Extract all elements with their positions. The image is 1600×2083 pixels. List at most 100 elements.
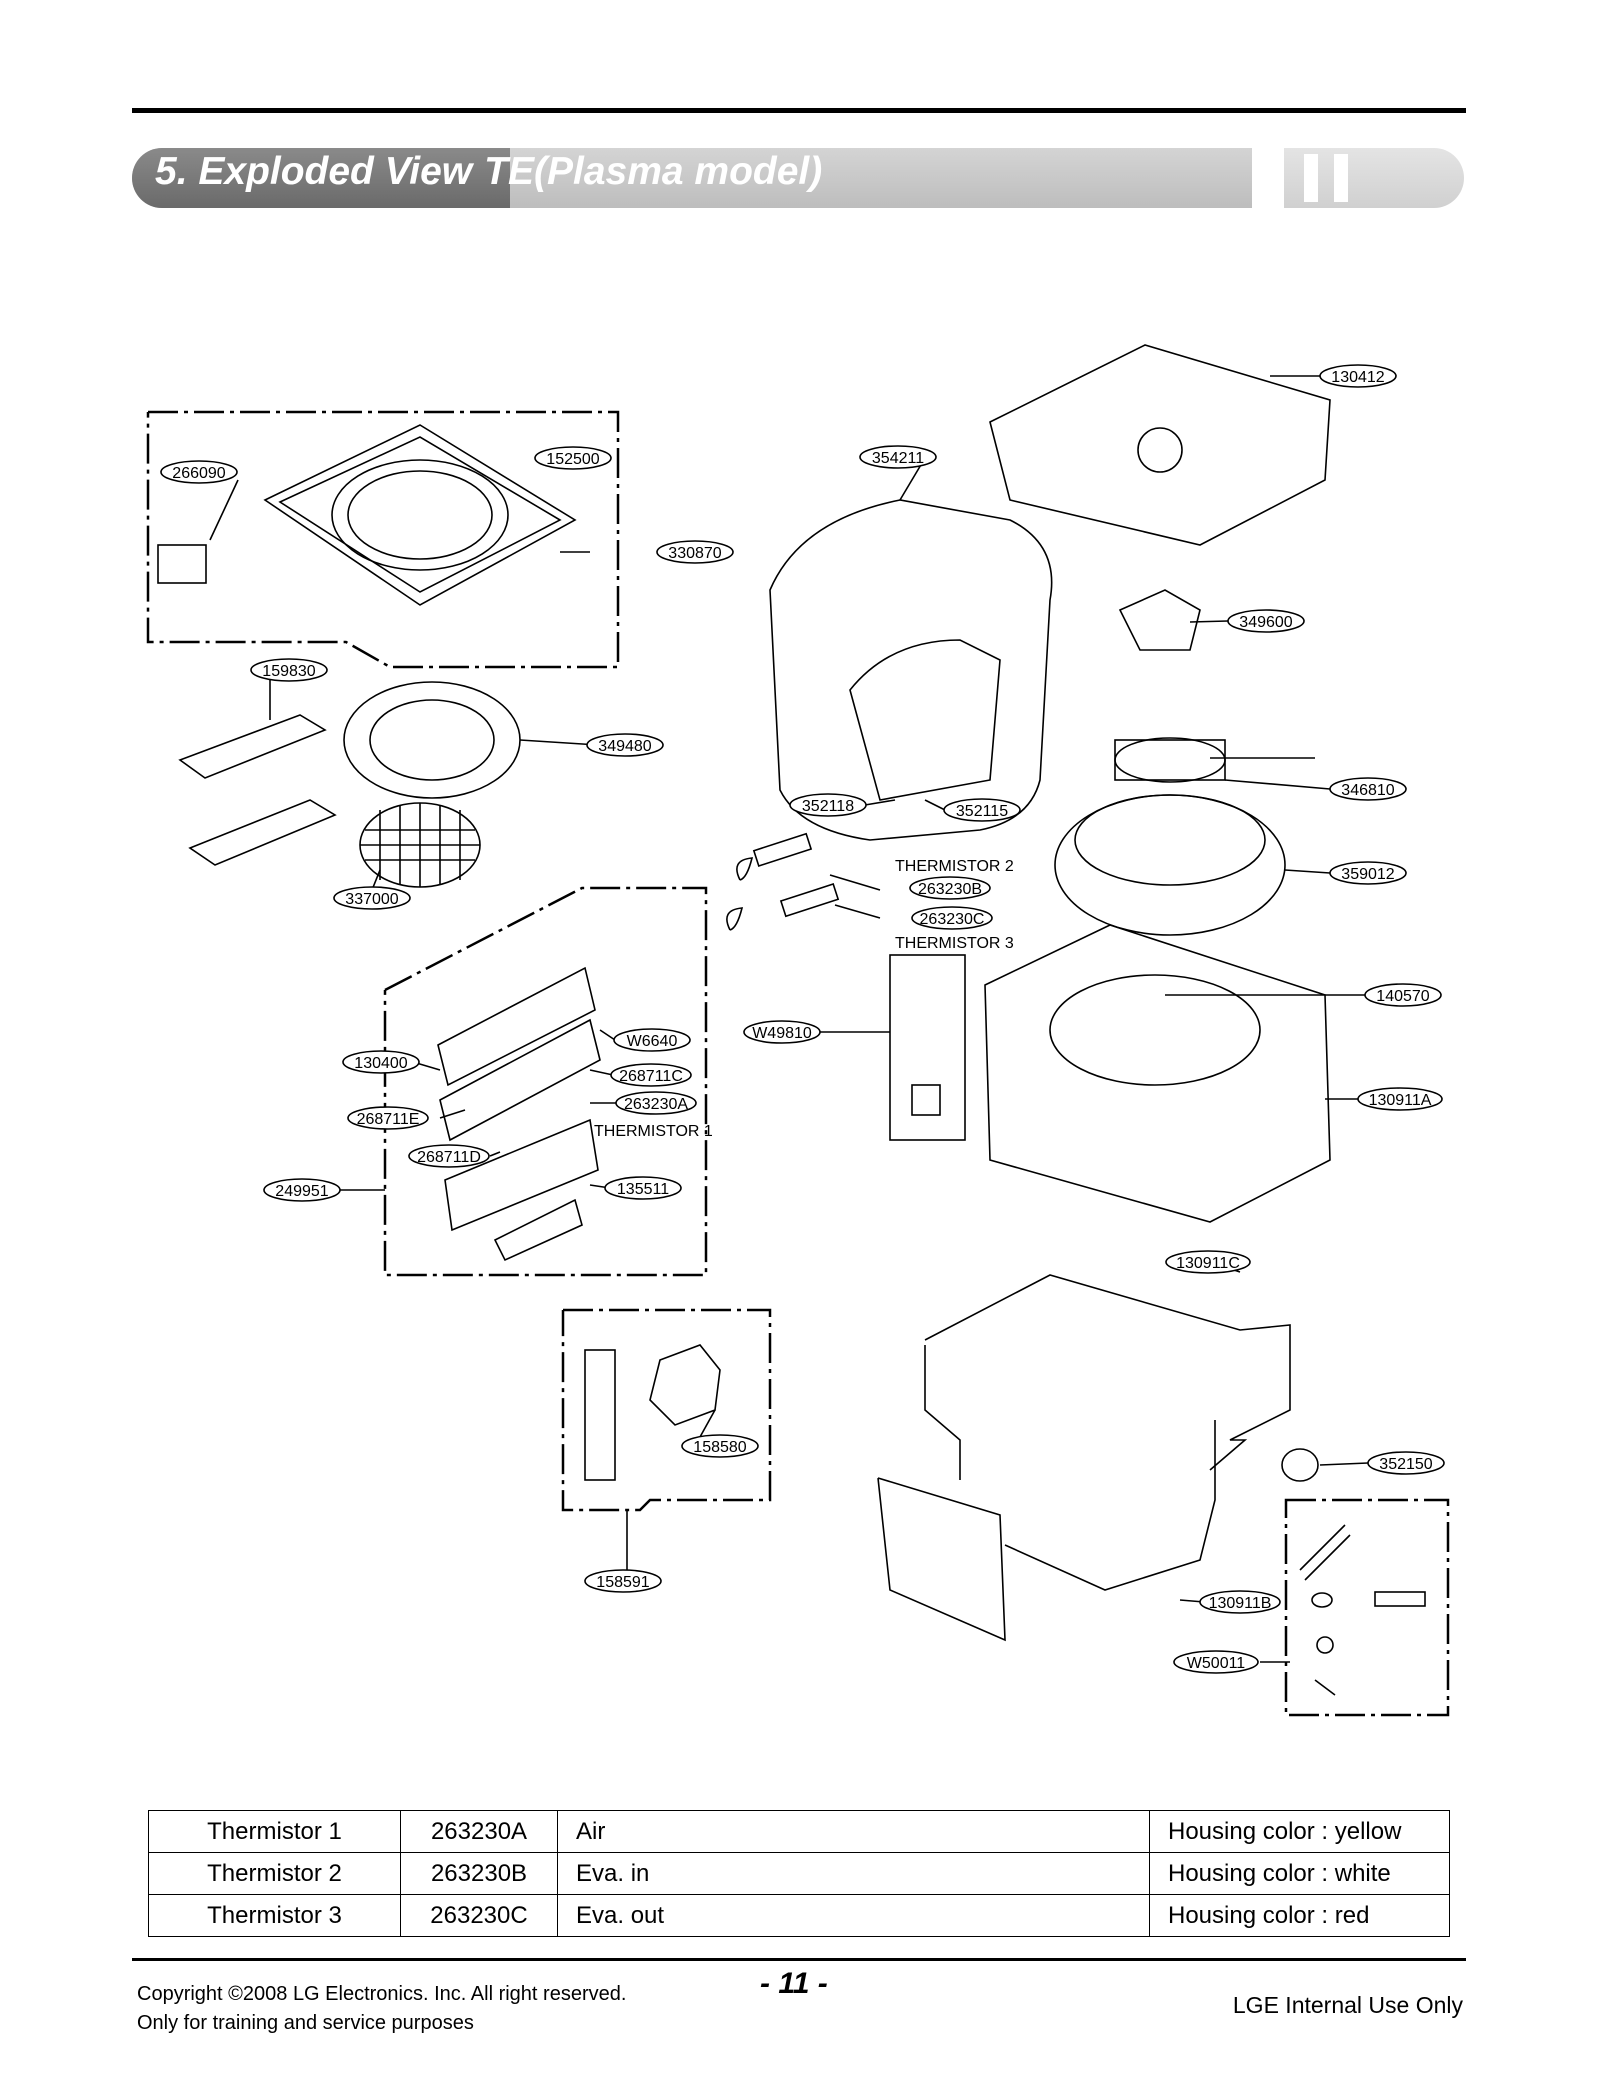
callout-337000 [333,886,411,910]
table-cell: Housing color : red [1149,1894,1450,1937]
part-label: 158580 [693,1439,746,1456]
callout-354211 [859,445,937,469]
part-label: 337000 [345,891,398,908]
part-266090 [157,544,207,584]
callout-W49810 [743,1020,821,1044]
callout-152500 [534,446,612,470]
part-label: 359012 [1341,866,1394,883]
part-label: 268711D [417,1149,481,1166]
page-number: - 11 - [760,1967,828,2000]
callout-135511 [604,1176,682,1200]
callout-130911B [1199,1590,1281,1614]
callout-268711C [610,1063,692,1087]
table-cell: Thermistor 1 [148,1810,401,1853]
callout-W6640 [613,1028,691,1052]
part-label: 130400 [354,1055,407,1072]
part-label: 263230A [624,1096,688,1113]
thermistor-1-label: THERMISTOR 1 [594,1123,713,1140]
table-cell: 263230C [400,1894,558,1937]
callout-130911A [1357,1087,1443,1111]
table-cell: Eva. in [557,1852,1150,1895]
callout-352150 [1367,1451,1445,1475]
part-label: 268711C [619,1068,683,1085]
part-label: 352150 [1379,1456,1432,1473]
banner-decoration [1284,148,1464,208]
callout-349480 [586,733,664,757]
thermistor-table: Thermistor 1 263230A Air Housing color :… [148,1810,1450,1937]
callout-263230A [615,1091,697,1115]
page-title: 5. Exploded View TE(Plasma model) [155,150,822,194]
callout-346810 [1329,777,1407,801]
part-label: 263230B [918,881,982,898]
part-label: 130911B [1209,1595,1272,1612]
callout-158580 [681,1434,759,1458]
part-label: 352115 [956,803,1008,820]
bottom-rule [132,1958,1466,1961]
part-label: 130911A [1369,1092,1432,1109]
table-row: Thermistor 2 263230B Eva. in Housing col… [148,1852,1450,1895]
callout-249951 [263,1178,341,1202]
copyright-text: Copyright ©2008 LG Electronics. Inc. All… [137,1983,627,2005]
table-cell: 263230B [400,1852,558,1895]
part-label: W49810 [752,1025,812,1042]
table-cell: Thermistor 2 [148,1852,401,1895]
part-label: 263230C [920,911,985,928]
table-cell: Air [557,1810,1150,1853]
part-label: 349600 [1239,614,1292,631]
model-subtitle: TE(Plasma model) [484,150,823,193]
part-label: 135511 [617,1181,669,1198]
part-label: 158591 [596,1574,649,1591]
part-label: 346810 [1341,782,1394,799]
exploded-view-diagram: 130412 266090 152500 354211 330870 34960… [146,344,1450,1717]
callout-359012 [1329,861,1407,885]
part-label: 354211 [872,450,924,467]
callout-352115 [943,798,1021,822]
part-label: W6640 [627,1033,678,1050]
thermistor-labels: THERMISTOR 2 THERMISTOR 3 THERMISTOR 1 [594,858,1014,1140]
callout-349600 [1227,609,1305,633]
callout-352118 [789,793,867,817]
thermistor-3-label: THERMISTOR 3 [895,935,1014,952]
thermistor-2-label: THERMISTOR 2 [895,858,1014,875]
callout-W50011 [1173,1650,1259,1674]
part-label: 140570 [1376,988,1429,1005]
part-label: 249951 [275,1183,328,1200]
callout-330870 [656,540,734,564]
callout-268711E [347,1106,429,1130]
part-label: 268711E [357,1111,420,1128]
internal-use-note: LGE Internal Use Only [1232,1992,1463,2018]
part-label: 330870 [668,545,721,562]
callout-266090 [160,460,238,484]
callout-158591 [584,1569,662,1593]
callout-263230C [911,906,993,930]
part-label: 159830 [262,663,315,680]
part-label: 130911C [1176,1255,1240,1272]
part-label: 130412 [1331,369,1384,386]
part-label: 152500 [546,451,599,468]
part-label: W50011 [1187,1655,1246,1672]
purpose-text: Only for training and service purposes [137,2012,474,2034]
table-cell: Housing color : yellow [1149,1810,1450,1853]
table-cell: 263230A [400,1810,558,1853]
callout-130412 [1319,364,1397,388]
section-title: 5. Exploded View [155,150,473,193]
callout-140570 [1364,983,1442,1007]
part-label: 266090 [172,465,225,482]
part-callouts [160,364,1445,1674]
table-row: Thermistor 1 263230A Air Housing color :… [148,1810,1450,1853]
callout-159830 [250,658,328,682]
callout-268711D [408,1144,490,1168]
callout-130911C [1165,1250,1251,1274]
table-cell: Housing color : white [1149,1852,1450,1895]
part-label: 352118 [802,798,854,815]
footer-copyright: Copyright ©2008 LG Electronics. Inc. All… [137,1980,626,2038]
callout-130400 [342,1050,420,1074]
title-banner-accent [132,148,510,208]
table-cell: Thermistor 3 [148,1894,401,1937]
cabinet-frame-152500 [263,424,577,606]
part-numbers: 130412 266090 152500 354211 330870 34960… [172,369,1432,1672]
top-rule [132,108,1466,113]
part-label: 349480 [598,738,651,755]
table-row: Thermistor 3 263230C Eva. out Housing co… [148,1894,1450,1937]
callout-263230B [909,876,991,900]
